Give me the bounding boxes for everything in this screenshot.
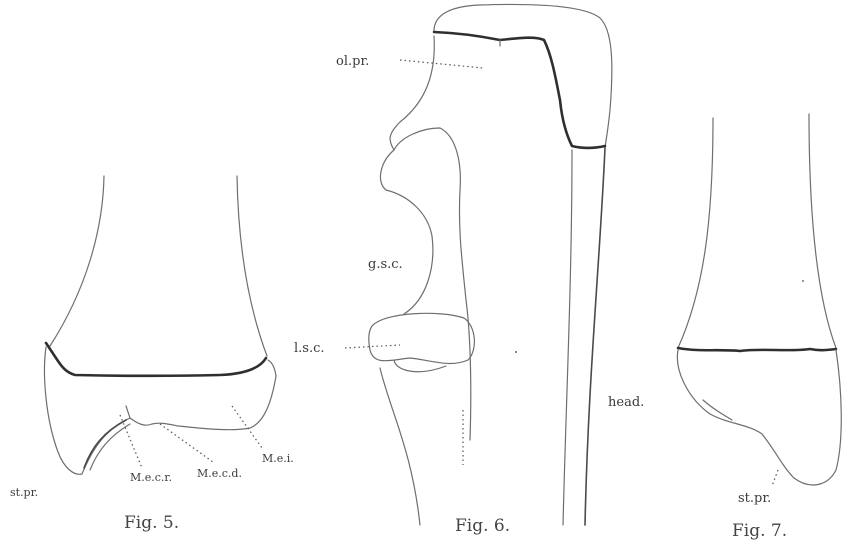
fig6-lesser-sigmoid [369, 313, 475, 363]
fig7-label-stpr: st.pr. [738, 491, 771, 506]
speck [515, 351, 517, 353]
fig6-sigmoid-cavity [380, 150, 432, 314]
fig5-shaft-left-edge [50, 176, 104, 346]
figure-5: st.pr. M.e.c.r. M.e.c.d. M.e.i. Fig. 5. [10, 176, 294, 533]
fig5-notch [126, 406, 130, 418]
fig5-label-mecr: M.e.c.r. [130, 471, 172, 484]
fig7-label-head: head. [608, 395, 644, 410]
fig7-distal-outline [677, 350, 841, 485]
fig5-caption: Fig. 5. [124, 513, 179, 533]
fig6-label-olpr: ol.pr. [336, 54, 369, 69]
speck [802, 280, 804, 282]
fig6-label-gsc: g.s.c. [368, 257, 403, 272]
fig7-shaft-right-edge [809, 114, 836, 348]
figure-7: head. st.pr. Fig. 7. [608, 114, 841, 541]
fig5-leader-mecd [160, 424, 213, 462]
fig6-label-lsc: l.s.c. [294, 341, 325, 356]
fig5-epiphyseal-line [46, 343, 266, 376]
fig6-leader-lsc [345, 345, 400, 348]
fig6-radial-head-inner [394, 360, 446, 372]
fig5-leader-mei [232, 406, 262, 448]
fig7-caption: Fig. 7. [732, 521, 787, 541]
fig6-olecranon-outline [434, 4, 612, 148]
fig6-caption: Fig. 6. [455, 516, 510, 536]
fig5-label-stpr: st.pr. [10, 486, 38, 499]
fig5-shaft-right-edge [237, 176, 267, 356]
fig7-shaft-left-edge [678, 118, 713, 348]
fig5-label-mei: M.e.i. [262, 452, 294, 465]
fig6-leader-olpr [400, 60, 483, 68]
fig6-olecranon-epiphyseal-line [434, 32, 605, 148]
fig6-anterior-upper [390, 36, 434, 150]
fig7-leader-stpr [772, 470, 778, 486]
fig5-styloid-inner [84, 420, 126, 468]
fig6-posterior-edge [585, 148, 605, 525]
fig6-coronoid-process [394, 128, 471, 440]
figure-6: ol.pr. g.s.c. l.s.c. Fig. 6. [294, 4, 612, 536]
fig6-anterior-shaft [380, 368, 420, 525]
fig5-label-mecd: M.e.c.d. [197, 467, 242, 480]
fig6-inner-line [563, 150, 572, 525]
fig7-epiphyseal-line [678, 348, 836, 351]
fig5-epiphysis-outline [45, 347, 277, 474]
